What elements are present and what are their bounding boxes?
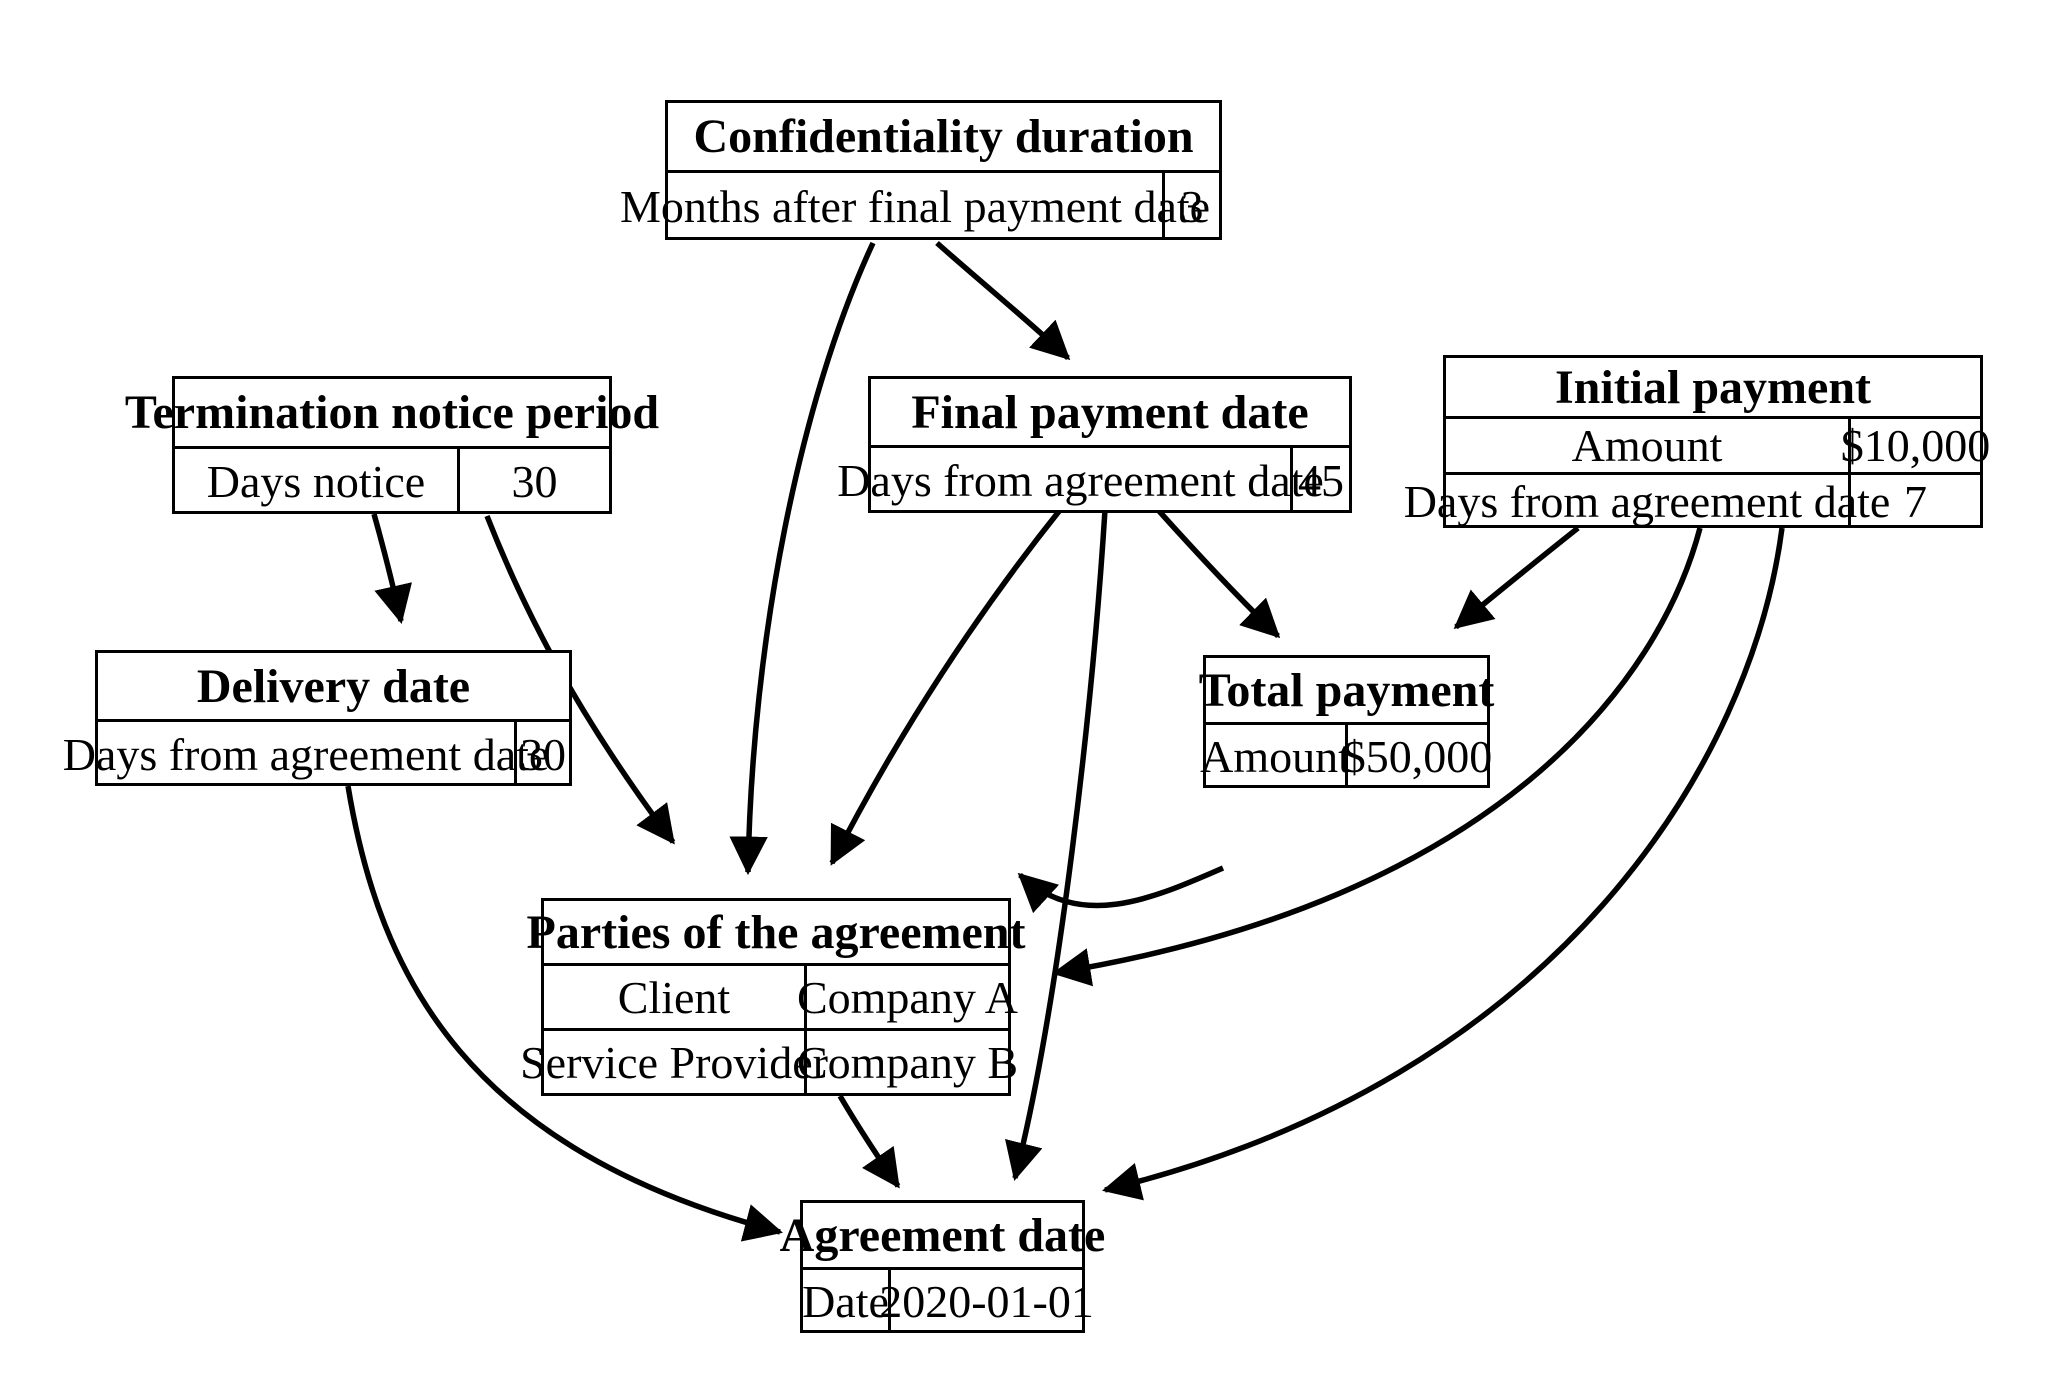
- row-value: 7: [1904, 476, 1927, 527]
- row-value: 45: [1298, 455, 1344, 506]
- edge-parties-to-agreement-date: [837, 1094, 901, 1189]
- node-termination-notice-period[interactable]: Termination notice period Days notice 30: [124, 376, 660, 514]
- row-key: Days from agreement date: [837, 448, 1324, 513]
- row-key: Days notice: [175, 449, 460, 514]
- row-key: Amount: [1446, 419, 1851, 472]
- edge-final-payment-to-parties: [829, 508, 1063, 866]
- row-value: 30: [511, 456, 558, 507]
- edge-final-payment-to-agreement-date: [1005, 509, 1108, 1181]
- node-title: Initial payment: [1554, 360, 1872, 414]
- node-row: Date 2020-01-01: [802, 1267, 1094, 1333]
- node-title: Parties of the agreement: [526, 905, 1026, 959]
- edge-confidentiality-to-parties: [729, 241, 876, 876]
- node-parties-of-the-agreement[interactable]: Parties of the agreement Client Company …: [520, 898, 1026, 1096]
- edge-initial-payment-to-agreement-date: [1102, 527, 1785, 1201]
- row-key: Months after final payment date: [620, 173, 1210, 240]
- row-key: Days from agreement date: [1403, 475, 1891, 528]
- node-title: Termination notice period: [124, 386, 660, 439]
- node-row: Days from agreement date 30: [63, 719, 569, 786]
- node-title: Delivery date: [196, 659, 471, 713]
- row-value: $50,000: [1342, 731, 1493, 782]
- node-agreement-date[interactable]: Agreement date Date 2020-01-01: [779, 1200, 1106, 1333]
- node-row: Amount $10,000: [1446, 416, 1991, 472]
- node-initial-payment[interactable]: Initial payment Amount $10,000 Days from…: [1403, 355, 1991, 528]
- row-value: $10,000: [1840, 420, 1991, 471]
- edge-confidentiality-to-final-payment: [935, 240, 1071, 361]
- row-value: Company A: [796, 971, 1019, 1023]
- edge-initial-payment-to-total-payment: [1453, 525, 1580, 630]
- node-delivery-date[interactable]: Delivery date Days from agreement date 3…: [63, 650, 572, 786]
- node-row: Days notice 30: [175, 446, 609, 514]
- edge-total-payment-to-parties: [1017, 865, 1225, 914]
- node-row: Client Company A: [544, 963, 1019, 1028]
- row-key: Service Provider: [520, 1031, 828, 1093]
- edge-final-payment-to-total-payment: [1156, 509, 1281, 639]
- node-row: Service Provider Company B: [520, 1028, 1019, 1093]
- node-title: Confidentiality duration: [693, 110, 1194, 163]
- node-row: Days from agreement date 7: [1403, 472, 1980, 528]
- row-value: 3: [1180, 181, 1204, 232]
- node-title: Agreement date: [779, 1208, 1106, 1262]
- row-value: 30: [520, 728, 566, 780]
- row-value: 2020-01-01: [879, 1276, 1094, 1327]
- node-title: Final payment date: [911, 385, 1309, 439]
- row-key: Amount: [1200, 725, 1351, 788]
- node-row: Days from agreement date 45: [837, 445, 1349, 513]
- node-total-payment[interactable]: Total payment Amount $50,000: [1198, 655, 1495, 788]
- node-confidentiality-duration[interactable]: Confidentiality duration Months after fi…: [620, 100, 1222, 240]
- row-key: Client: [544, 966, 807, 1028]
- node-row: Months after final payment date 3: [620, 170, 1219, 240]
- node-final-payment-date[interactable]: Final payment date Days from agreement d…: [837, 376, 1352, 513]
- node-row: Amount $50,000: [1200, 722, 1493, 788]
- row-value: Company B: [796, 1036, 1019, 1088]
- row-key: Date: [802, 1270, 891, 1333]
- node-title: Total payment: [1198, 663, 1495, 717]
- edge-termination-to-delivery: [371, 513, 412, 625]
- row-key: Days from agreement date: [63, 722, 549, 786]
